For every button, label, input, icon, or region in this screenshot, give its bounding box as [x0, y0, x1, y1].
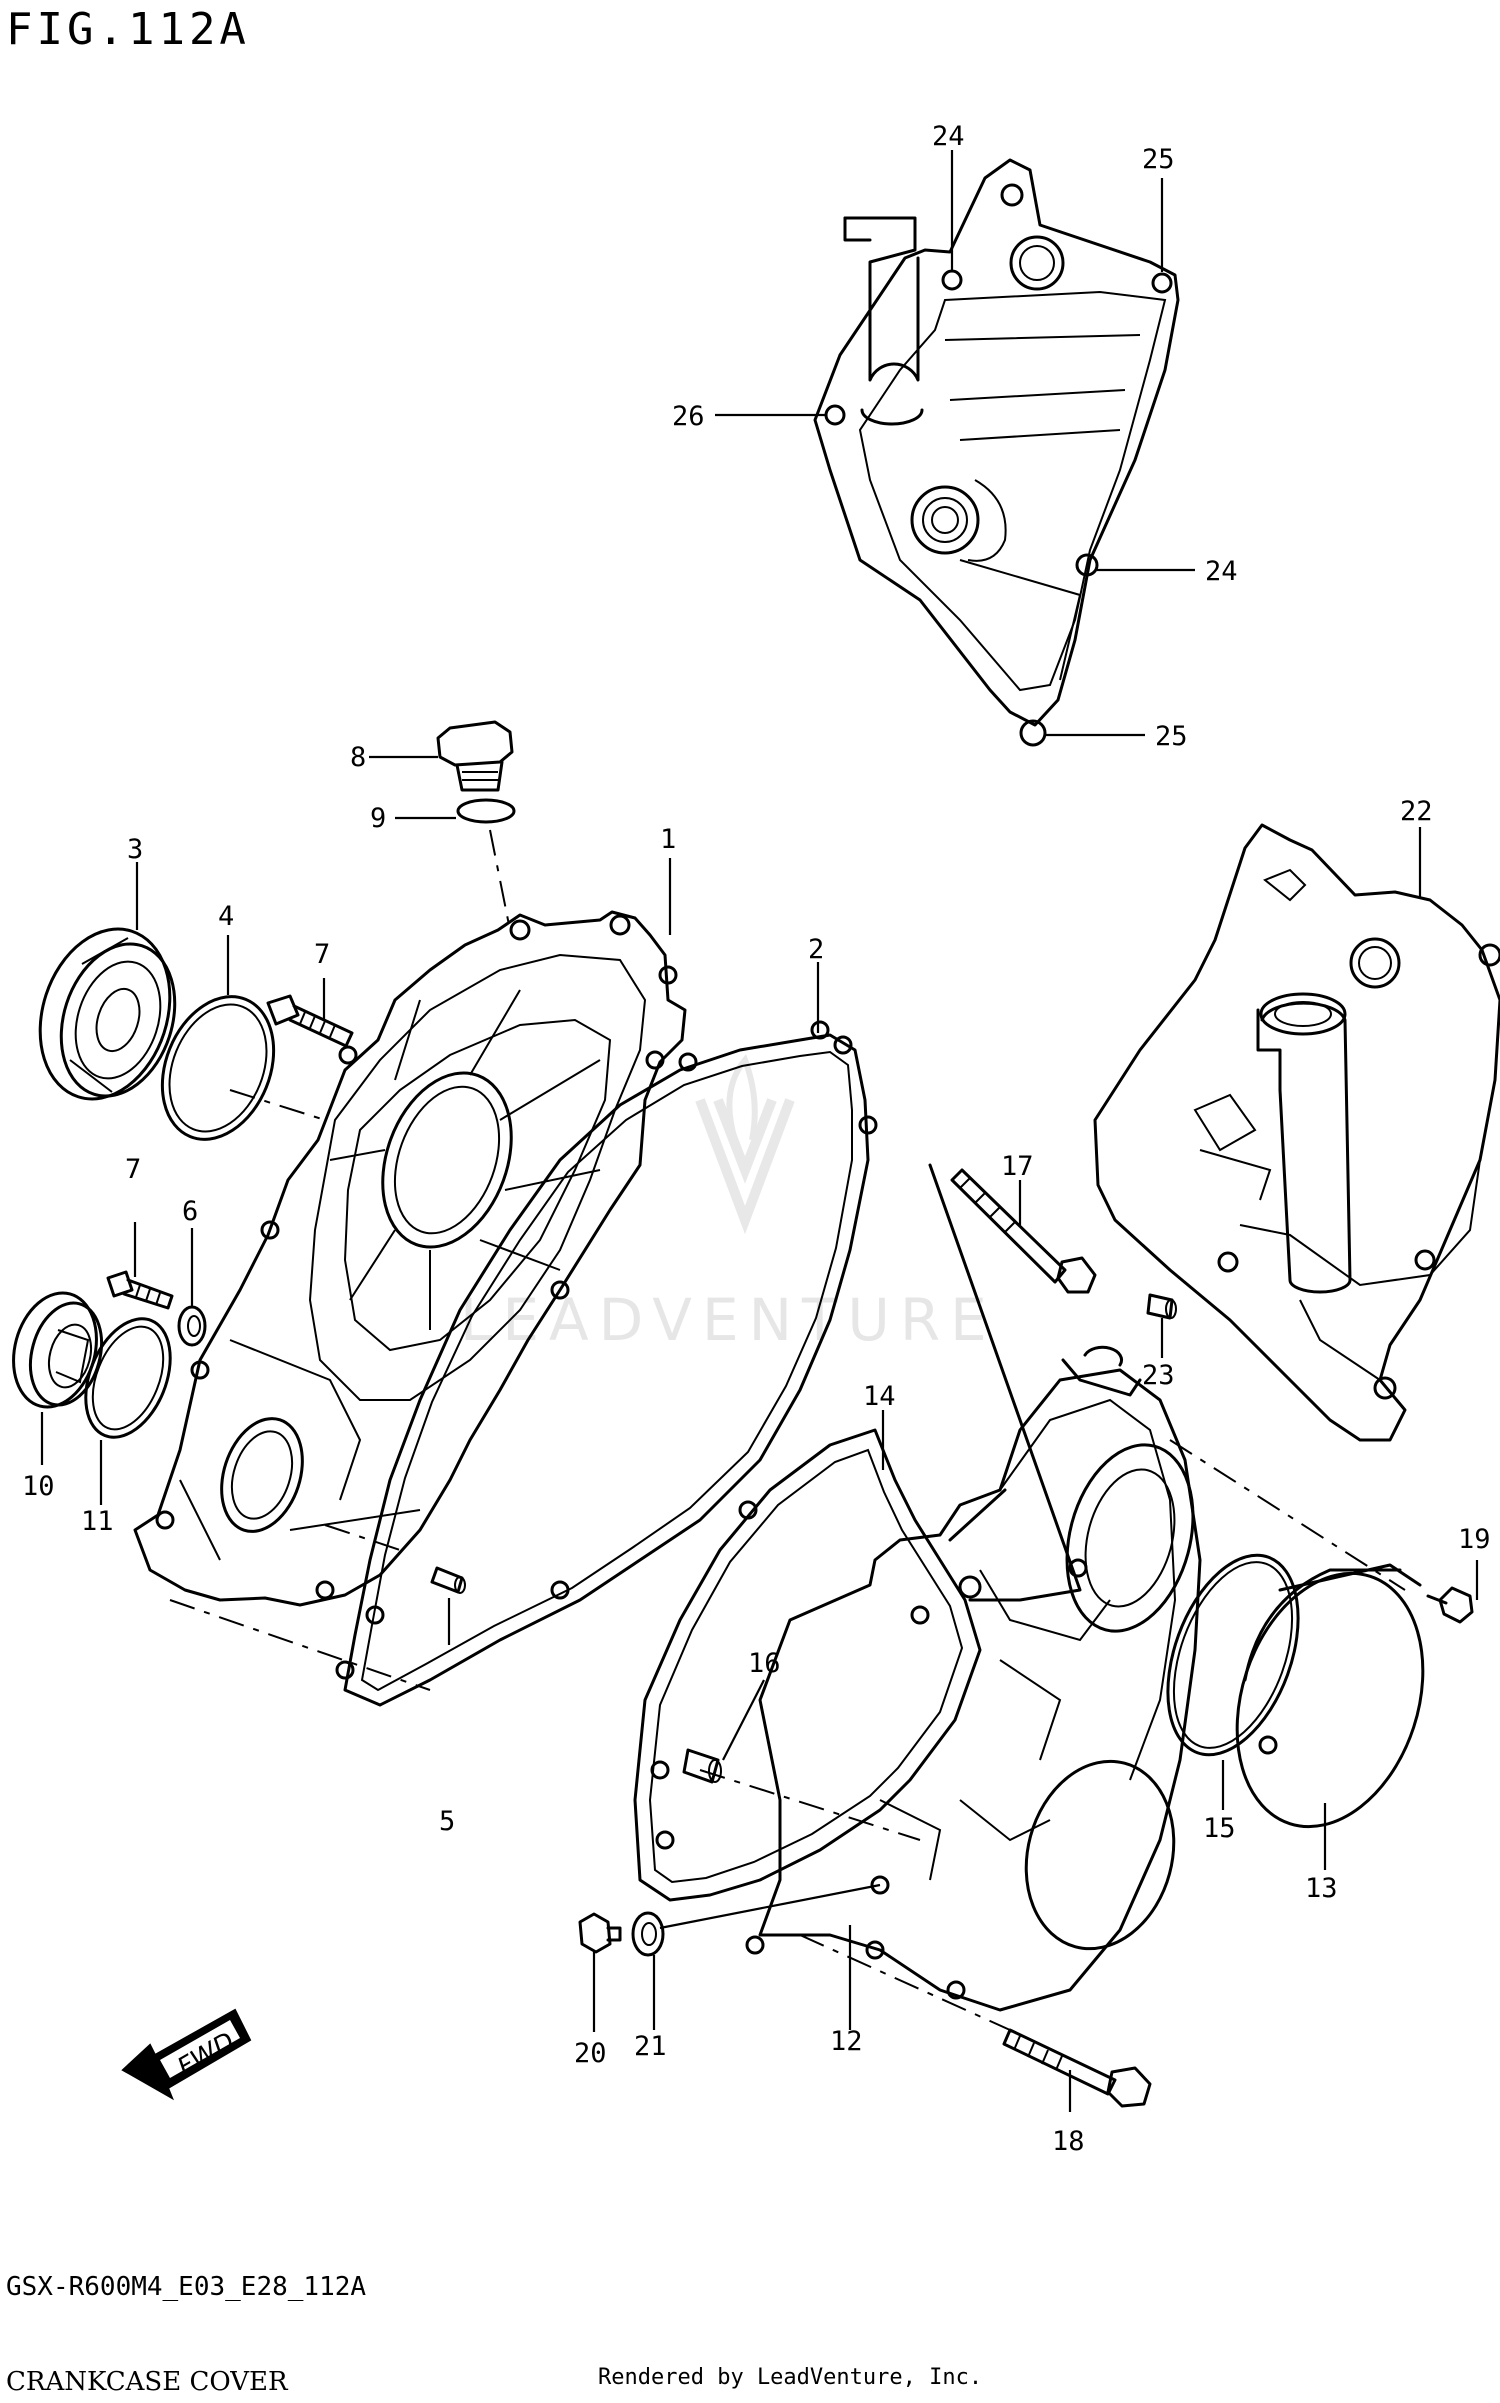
bolt-20 [578, 1912, 622, 1954]
bolt-17 [950, 1168, 1097, 1294]
callout-5: 5 [439, 1806, 455, 1837]
cover-13 [1235, 1563, 1425, 1829]
clutch-cover-1 [133, 910, 687, 1607]
o-ring-11 [84, 1317, 172, 1439]
washer-6 [177, 1305, 207, 1347]
callout-20: 20 [574, 2038, 607, 2069]
callout-11: 11 [81, 1506, 114, 1537]
generator-cover-12 [758, 1163, 1202, 2012]
centerline-cover-13 [1169, 1439, 1406, 1591]
callout-15: 15 [1203, 1813, 1236, 1844]
watermark-text: LEADVENTURE [460, 1286, 997, 1354]
callout-2: 2 [808, 934, 824, 965]
figure-caption: CRANKCASE COVER [6, 2367, 288, 2397]
pin-23 [1146, 1293, 1177, 1320]
centerline-bolt-20 [659, 1883, 881, 1930]
plug-10 [12, 1291, 103, 1409]
centerline-plug-3 [229, 1089, 326, 1121]
callout-17: 17 [1001, 1151, 1034, 1182]
leader-lines [40, 150, 1479, 2112]
callout-24-upper: 24 [932, 121, 965, 152]
callout-13: 13 [1305, 1873, 1338, 1904]
callout-22: 22 [1400, 796, 1433, 827]
callout-4: 4 [218, 901, 234, 932]
rear-cover-22 [1093, 823, 1500, 1442]
figure-title: FIG.112A [6, 4, 250, 55]
centerline-pin-16 [699, 1769, 921, 1841]
pin-16 [682, 1748, 722, 1784]
washer-21 [631, 1911, 665, 1957]
gasket-14 [633, 1428, 982, 1955]
bolt-7-lower [106, 1270, 174, 1310]
callout-6: 6 [182, 1196, 198, 1227]
o-ring-4 [160, 995, 276, 1141]
callout-3: 3 [127, 834, 143, 865]
callout-1: 1 [660, 824, 676, 855]
callout-23: 23 [1142, 1360, 1175, 1391]
callout-25-upper: 25 [1142, 144, 1175, 175]
callout-12: 12 [830, 2026, 863, 2057]
gasket-2 [335, 1020, 878, 1707]
callout-labels: 1 2 3 4 5 6 7 7 8 9 10 11 12 13 14 15 16… [22, 121, 1491, 2157]
callout-26: 26 [672, 401, 705, 432]
callout-18: 18 [1052, 2126, 1085, 2157]
watermark: LEADVENTURE [460, 1054, 997, 1354]
callout-8: 8 [350, 742, 366, 773]
callout-19: 19 [1458, 1524, 1491, 1555]
fwd-direction-badge: FWD [121, 2008, 252, 2101]
upper-cover-plate [813, 158, 1180, 747]
centerline-bolt-18 [799, 1934, 1011, 2031]
callout-21: 21 [634, 2031, 667, 2062]
callout-9: 9 [370, 803, 386, 834]
bolt-19 [1426, 1586, 1474, 1624]
callout-25-lower: 25 [1155, 721, 1188, 752]
centerline-dowel [169, 1599, 431, 1691]
o-ring-15 [1166, 1553, 1300, 1757]
callout-7-lower: 7 [125, 1154, 141, 1185]
callout-24-lower: 24 [1205, 556, 1238, 587]
callout-10: 10 [22, 1471, 55, 1502]
bolt-7-upper [266, 994, 354, 1048]
callout-7-upper: 7 [314, 939, 330, 970]
callout-16: 16 [748, 1648, 781, 1679]
bolt-18 [1002, 2028, 1152, 2108]
dowel-pin-5 [430, 1566, 466, 1594]
centerline-cap [489, 829, 511, 931]
model-code: GSX-R600M4_E03_E28_112A [6, 2272, 367, 2302]
o-ring-9 [456, 798, 516, 824]
oil-filler-cap-8 [436, 720, 514, 792]
plug-3 [38, 927, 177, 1101]
render-credit: Rendered by LeadVenture, Inc. [598, 2365, 983, 2390]
callout-14: 14 [863, 1381, 896, 1412]
